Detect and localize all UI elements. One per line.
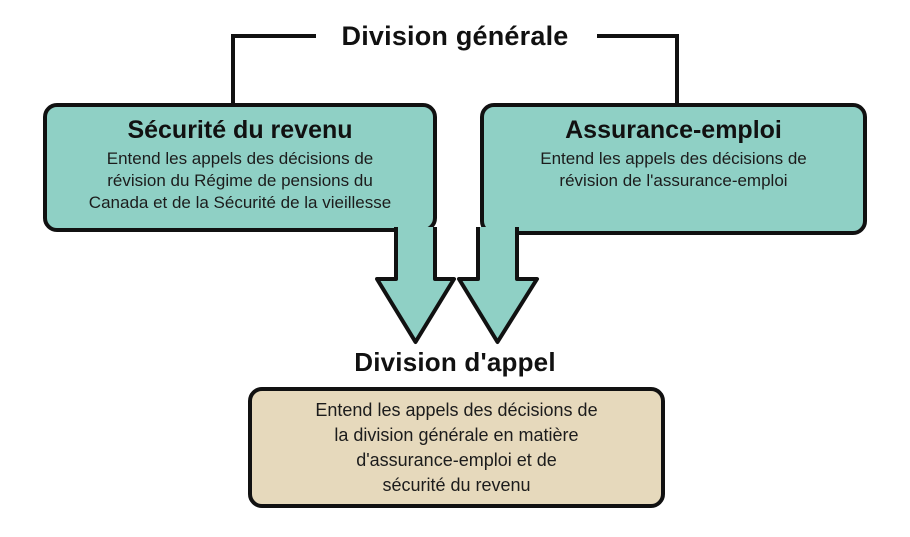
appeal-division-title: Division d'appel [354, 347, 556, 377]
appeal-division-box: Entend les appels des décisions de la di… [248, 387, 665, 508]
down-arrow-left-icon [375, 227, 456, 344]
employment-insurance-box: Assurance-emploi Entend les appels des d… [480, 103, 867, 235]
income-security-box: Sécurité du revenu Entend les appels des… [43, 103, 437, 232]
general-division-title: Division générale [341, 21, 569, 51]
down-arrow-right-icon [457, 227, 539, 344]
down-arrow-right-fill [459, 227, 537, 342]
income-security-title: Sécurité du revenu [127, 116, 353, 144]
income-security-description: Entend les appels des décisions de révis… [88, 149, 392, 212]
employment-insurance-description: Entend les appels des décisions de révis… [540, 149, 807, 190]
appeal-division-description: Entend les appels des décisions de la di… [315, 399, 598, 495]
employment-insurance-title: Assurance-emploi [565, 116, 782, 144]
down-arrow-left-outline [375, 227, 456, 344]
down-arrow-right-outline [457, 227, 539, 344]
down-arrow-left-fill [377, 227, 454, 342]
